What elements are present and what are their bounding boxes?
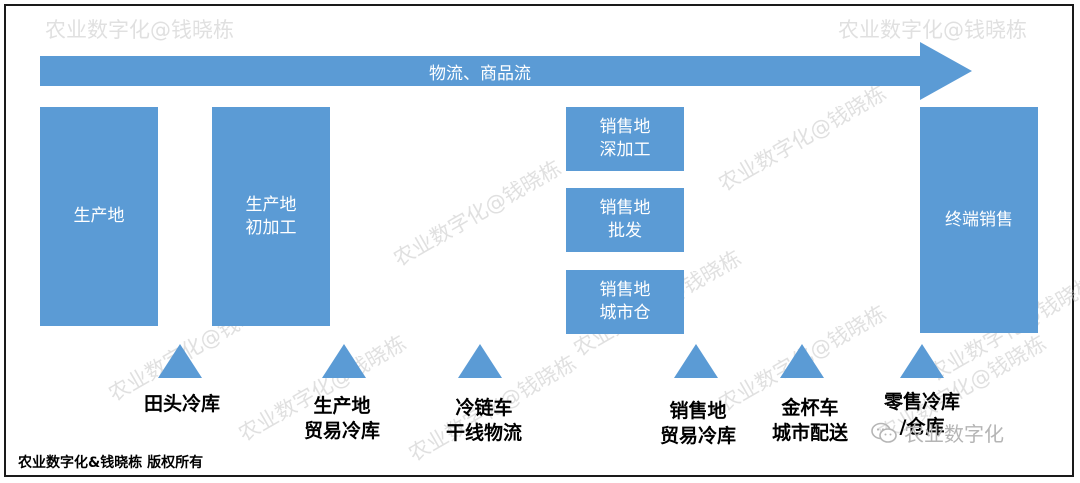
wechat-account-name: 农业数字化 <box>904 422 1004 446</box>
node-label-field-cold-storage: 田头冷库 <box>143 393 221 415</box>
triangle-marker <box>322 344 366 378</box>
stage-box-city-warehouse: 销售地 城市仓 <box>566 270 684 334</box>
stage-box-retail: 终端销售 <box>920 107 1038 333</box>
node-label-trunk-logistics: 冷链车 干线物流 <box>445 397 523 444</box>
stage-box-wholesale: 销售地 批发 <box>566 188 684 252</box>
triangle-marker <box>158 344 202 378</box>
stage-box-production: 生产地 <box>40 107 158 326</box>
flow-arrow: 物流、商品流 <box>40 42 972 100</box>
node-label-sales-trade-cold-storage: 销售地 贸易冷库 <box>659 400 737 447</box>
node-label-origin-trade-cold-storage: 生产地 贸易冷库 <box>303 395 381 442</box>
triangle-marker <box>674 344 718 378</box>
triangle-marker <box>780 344 824 378</box>
wechat-badge: 农业数字化 <box>870 418 1004 447</box>
copyright-text: 农业数字化&钱晓栋 版权所有 <box>18 455 204 471</box>
stage-box-deep-processing: 销售地 深加工 <box>566 107 684 171</box>
arrow-shape <box>40 42 972 100</box>
node-label-retail-cold-storage: 零售冷库 /仓库 <box>883 391 961 438</box>
triangle-marker <box>458 344 502 378</box>
wechat-icon <box>871 422 897 443</box>
stage-box-initial-processing: 生产地 初加工 <box>212 107 330 326</box>
node-label-city-delivery: 金杯车 城市配送 <box>771 397 849 444</box>
triangle-marker <box>900 344 944 378</box>
flow-arrow-label: 物流、商品流 <box>429 63 531 84</box>
